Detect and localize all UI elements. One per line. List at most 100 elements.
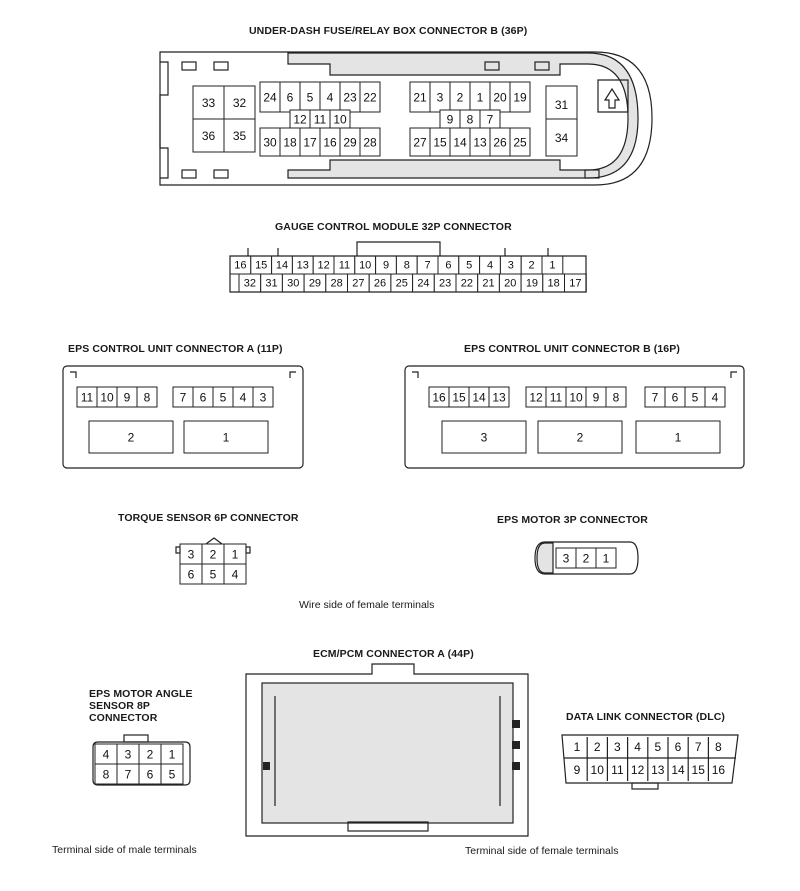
svg-text:28: 28 (363, 136, 377, 150)
eps-connector-a-title: EPS CONTROL UNIT CONNECTOR A (11P) (68, 343, 283, 355)
svg-text:13: 13 (492, 391, 506, 405)
svg-text:2: 2 (210, 548, 217, 562)
torque-pin-2: 2 (201, 543, 225, 565)
fuse-pin-7: 7 (479, 109, 501, 129)
svg-text:1: 1 (549, 260, 555, 272)
gauge-pin-28: 28 (325, 273, 348, 293)
svg-text:30: 30 (263, 136, 277, 150)
dlc-housing (561, 734, 739, 790)
svg-text:5: 5 (169, 768, 176, 782)
gauge-pin-3: 3 (499, 255, 522, 275)
angle-sensor-pin-2: 2 (138, 743, 162, 765)
svg-text:8: 8 (467, 113, 474, 127)
gauge-pin-25: 25 (390, 273, 414, 293)
svg-text:1: 1 (477, 91, 484, 105)
svg-text:12: 12 (529, 391, 543, 405)
eps-a-pin-10: 10 (96, 386, 118, 408)
svg-text:27: 27 (352, 278, 364, 290)
svg-text:1: 1 (223, 431, 230, 445)
gauge-pin-19: 19 (520, 273, 544, 293)
svg-text:36: 36 (202, 129, 216, 143)
svg-text:2: 2 (147, 748, 154, 762)
svg-text:22: 22 (461, 278, 473, 290)
eps-a-pin-2: 2 (88, 420, 174, 454)
angle-sensor-pin-5: 5 (160, 763, 184, 785)
eps-a-pin-5: 5 (212, 386, 234, 408)
svg-text:1: 1 (603, 552, 610, 566)
eps-a-pin-11: 11 (76, 386, 98, 408)
eps-b-pin-2: 2 (537, 420, 623, 454)
svg-text:23: 23 (343, 91, 357, 105)
svg-text:9: 9 (383, 260, 389, 272)
fuse-box-connector-title: UNDER-DASH FUSE/RELAY BOX CONNECTOR B (3… (249, 25, 528, 37)
gauge-pin-20: 20 (498, 273, 522, 293)
gauge-pin-31: 31 (260, 273, 283, 293)
svg-text:4: 4 (103, 748, 110, 762)
svg-text:1: 1 (232, 548, 239, 562)
angle-sensor-pin-4: 4 (94, 743, 118, 765)
eps-a-pin-6: 6 (192, 386, 214, 408)
svg-text:9: 9 (593, 391, 600, 405)
svg-text:21: 21 (482, 278, 494, 290)
svg-text:26: 26 (493, 136, 507, 150)
svg-text:5: 5 (692, 391, 699, 405)
fuse-pin-31: 31 (545, 85, 578, 124)
female-terminal-side-note: Terminal side of female terminals (465, 845, 619, 857)
svg-text:30: 30 (287, 278, 299, 290)
fuse-pin-8: 8 (459, 109, 481, 129)
svg-text:5: 5 (307, 91, 314, 105)
gauge-pin-15: 15 (250, 255, 273, 275)
torque-housing (175, 537, 251, 554)
svg-text:24: 24 (417, 278, 429, 290)
svg-text:15: 15 (433, 136, 447, 150)
gauge-pin-22: 22 (455, 273, 479, 293)
eps-motor-pin-2: 2 (575, 547, 597, 569)
gauge-connector-title: GAUGE CONTROL MODULE 32P CONNECTOR (275, 221, 512, 233)
svg-text:6: 6 (188, 568, 195, 582)
fuse-pin-9: 9 (439, 109, 461, 129)
svg-text:27: 27 (413, 136, 427, 150)
torque-pin-4: 4 (223, 563, 247, 585)
gauge-pin-18: 18 (542, 273, 565, 293)
eps-b-pin-3: 3 (441, 420, 527, 454)
gauge-pin-9: 9 (375, 255, 397, 275)
svg-text:12: 12 (293, 113, 307, 127)
svg-text:2: 2 (457, 91, 464, 105)
fuse-pin-35: 35 (223, 118, 256, 153)
gauge-pin-13: 13 (291, 255, 314, 275)
eps-b-housing (404, 365, 745, 469)
svg-text:4: 4 (712, 391, 719, 405)
dlc-pin-13: 13 (651, 763, 665, 777)
angle-sensor-pin-3: 3 (116, 743, 140, 765)
fuse-pin-33: 33 (192, 85, 225, 120)
svg-text:20: 20 (493, 91, 507, 105)
gauge-pin-4: 4 (479, 255, 501, 275)
eps-b-pin-16: 16 (428, 386, 450, 408)
gauge-pin-2: 2 (520, 255, 543, 275)
eps-motor-connector-title: EPS MOTOR 3P CONNECTOR (497, 514, 648, 526)
angle-sensor-pin-7: 7 (116, 763, 140, 785)
svg-text:12: 12 (317, 260, 329, 272)
fuse-pin-23: 23 (339, 81, 361, 113)
fuse-pin-17: 17 (299, 127, 321, 157)
eps-a-pin-3: 3 (252, 386, 274, 408)
svg-text:4: 4 (487, 260, 493, 272)
svg-text:3: 3 (260, 391, 267, 405)
gauge-pin-26: 26 (368, 273, 392, 293)
eps-b-pin-1: 1 (635, 420, 721, 454)
fuse-pin-3: 3 (429, 81, 451, 113)
fuse-pin-36: 36 (192, 118, 225, 153)
ecm-connector-title: ECM/PCM CONNECTOR A (44P) (313, 648, 474, 660)
svg-text:9: 9 (447, 113, 454, 127)
eps-b-pin-10: 10 (565, 386, 587, 408)
svg-text:22: 22 (363, 91, 377, 105)
dlc-pin-14: 14 (671, 763, 685, 777)
svg-text:15: 15 (255, 260, 267, 272)
svg-text:3: 3 (563, 552, 570, 566)
gauge-pin-5: 5 (458, 255, 481, 275)
angle-sensor-pin-6: 6 (138, 763, 162, 785)
svg-text:16: 16 (432, 391, 446, 405)
svg-text:31: 31 (265, 278, 277, 290)
svg-text:13: 13 (473, 136, 487, 150)
angle-sensor-title-line3: CONNECTOR (89, 712, 158, 724)
